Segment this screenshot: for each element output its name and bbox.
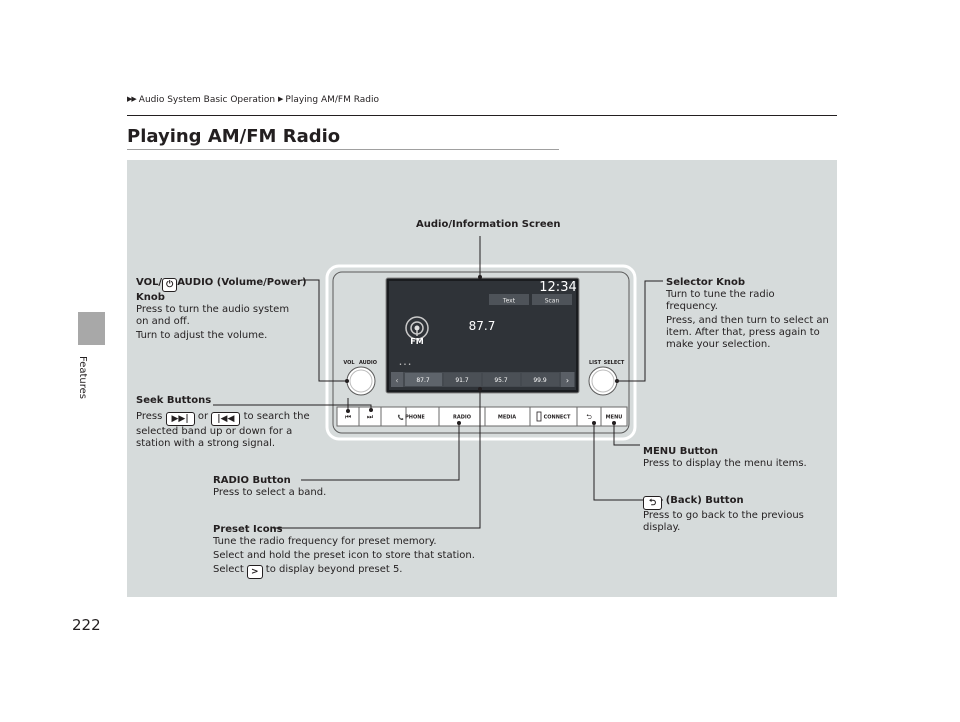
tab-scan[interactable] [532, 294, 572, 305]
seek-forward-key-icon: ▶▶| [165, 412, 195, 426]
tab-text-label: Text [502, 298, 516, 305]
callout-vol-title-pre: VOL/ [136, 277, 163, 288]
tab-text[interactable] [489, 294, 529, 305]
panel-bezel [325, 264, 637, 441]
callout-back-button: ⮌ (Back) Button Press to go back to the … [643, 495, 804, 534]
list-label: LIST [589, 360, 602, 366]
callout-radio-title: RADIO Button [213, 475, 291, 486]
vol-label: VOL [343, 360, 355, 366]
callout-volume-knob: VOL/⏻AUDIO (Volume/Power) Knob Press to … [136, 277, 307, 342]
preset-1[interactable] [405, 373, 442, 386]
callout-preset-select-pre: Select [213, 564, 244, 575]
menu-label: MENU [606, 415, 623, 421]
audio-panel-figure: Text Scan 12:34 FM 87.7 • • • ‹ 87.7 91.… [127, 160, 837, 597]
media-label: MEDIA [498, 415, 516, 421]
screen-clock: 12:34 [539, 280, 576, 295]
panel-inner-outline [332, 271, 630, 434]
callout-selector-knob: Selector Knob Turn to tune the radio fre… [666, 277, 829, 351]
selector-knob[interactable] [588, 366, 618, 396]
callout-selector-line: Turn to tune the radio [666, 289, 775, 300]
callout-radio-button: RADIO Button Press to select a band. [213, 475, 326, 499]
callout-vol-line: Turn to adjust the volume. [136, 330, 268, 341]
page-title: Playing AM/FM Radio [127, 126, 341, 147]
callout-seek-title: Seek Buttons [136, 395, 212, 406]
breadcrumb-item-basic-operation[interactable]: Audio System Basic Operation [138, 95, 276, 105]
callout-selector-line: item. After that, press again to [666, 327, 820, 338]
preset-4[interactable] [522, 373, 559, 386]
callout-preset-title: Preset Icons [213, 524, 283, 535]
callout-radio-text: Press to select a band. [213, 487, 327, 498]
preset-prev-button[interactable] [391, 372, 403, 387]
phone-icon: 📞 [398, 414, 405, 421]
callout-preset-line: Select and hold the preset icon to store… [213, 550, 475, 561]
callout-seek-line: selected band up or down for a [136, 426, 293, 437]
preset-next-key: > [247, 565, 263, 579]
preset-3[interactable] [483, 373, 520, 386]
callout-vol-line: on and off. [136, 316, 190, 327]
phone-device-icon [536, 411, 542, 422]
section-tab-marker [78, 312, 105, 345]
callout-selector-line: make your selection. [666, 339, 771, 350]
chevron-left-icon: ‹ [395, 376, 398, 385]
preset-3-label: 95.7 [494, 377, 508, 384]
callout-audio-screen-title: Audio/Information Screen [416, 219, 561, 230]
callout-seek-line: station with a strong signal. [136, 438, 276, 449]
breadcrumb-item-current: Playing AM/FM Radio [285, 95, 379, 105]
callout-menu-title: MENU Button [643, 446, 719, 457]
select-label: SELECT [604, 360, 625, 366]
title-rule [127, 149, 559, 150]
seek-forward-button[interactable] [358, 406, 382, 427]
preset-1-label: 87.7 [416, 377, 430, 384]
callout-vol-title-line2: Knob [136, 292, 165, 303]
band-label: FM [410, 337, 423, 346]
callout-back-line: Press to go back to the previous [643, 510, 804, 521]
preset-2[interactable] [444, 373, 481, 386]
radio-label: RADIO [453, 415, 471, 421]
preset-next-button[interactable] [561, 372, 574, 387]
callout-seek-or: or [197, 411, 209, 422]
connect-label: CONNECT [544, 415, 571, 421]
callout-seek-tail: to search the [243, 411, 310, 422]
skip-back-icon: ⏮ [345, 413, 351, 421]
preset-4-label: 99.9 [533, 377, 547, 384]
callout-seek-press: Press [136, 411, 163, 422]
more-presets-dots: • • • [399, 362, 411, 368]
page-number: 222 [72, 616, 101, 634]
callout-preset-select-post: to display beyond preset 5. [265, 564, 403, 575]
breadcrumb-arrow-icon: ▶ [278, 95, 283, 103]
callout-selector-line: frequency. [666, 301, 718, 312]
back-key-icon: ⮌ [643, 496, 663, 510]
power-icon: ⏻ [162, 278, 178, 292]
callout-back-title: (Back) Button [665, 495, 744, 506]
callout-dots [345, 275, 619, 425]
tab-scan-label: Scan [545, 298, 560, 305]
skip-forward-icon: ⏭ [367, 413, 374, 421]
phone-label: PHONE [405, 415, 425, 421]
callout-menu-button: MENU Button Press to display the menu it… [643, 446, 807, 470]
callout-selector-line: Press, and then turn to select an [666, 315, 829, 326]
fm-broadcast-icon [405, 316, 429, 340]
breadcrumb: ▶▶Audio System Basic Operation ▶Playing … [127, 95, 379, 105]
preset-2-label: 91.7 [455, 377, 469, 384]
volume-knob[interactable] [346, 366, 376, 396]
audio-label: AUDIO [359, 360, 377, 366]
callout-seek-buttons: Seek Buttons Press ▶▶| or |◀◀ to search … [136, 395, 310, 450]
audio-panel-illustration: Text Scan 12:34 FM 87.7 • • • ‹ 87.7 91.… [213, 236, 663, 529]
back-arrow-icon: ⮌ [586, 413, 592, 421]
seek-back-key-icon: |◀◀ [211, 412, 241, 426]
chevron-right-icon: › [566, 376, 569, 385]
section-tab-label: Features [77, 356, 88, 399]
header-rule [127, 115, 837, 116]
callout-vol-title-post: AUDIO (Volume/Power) [177, 277, 307, 288]
breadcrumb-arrow-icon: ▶▶ [127, 95, 137, 103]
callout-selector-title: Selector Knob [666, 277, 746, 288]
callout-audio-screen: Audio/Information Screen [416, 219, 561, 231]
callout-preset-line: Tune the radio frequency for preset memo… [213, 536, 437, 547]
current-frequency: 87.7 [469, 319, 496, 333]
callout-back-line: display. [643, 522, 681, 533]
callout-preset-icons: Preset Icons Tune the radio frequency fo… [213, 524, 475, 579]
callout-vol-line: Press to turn the audio system [136, 304, 290, 315]
callout-menu-text: Press to display the menu items. [643, 458, 807, 469]
